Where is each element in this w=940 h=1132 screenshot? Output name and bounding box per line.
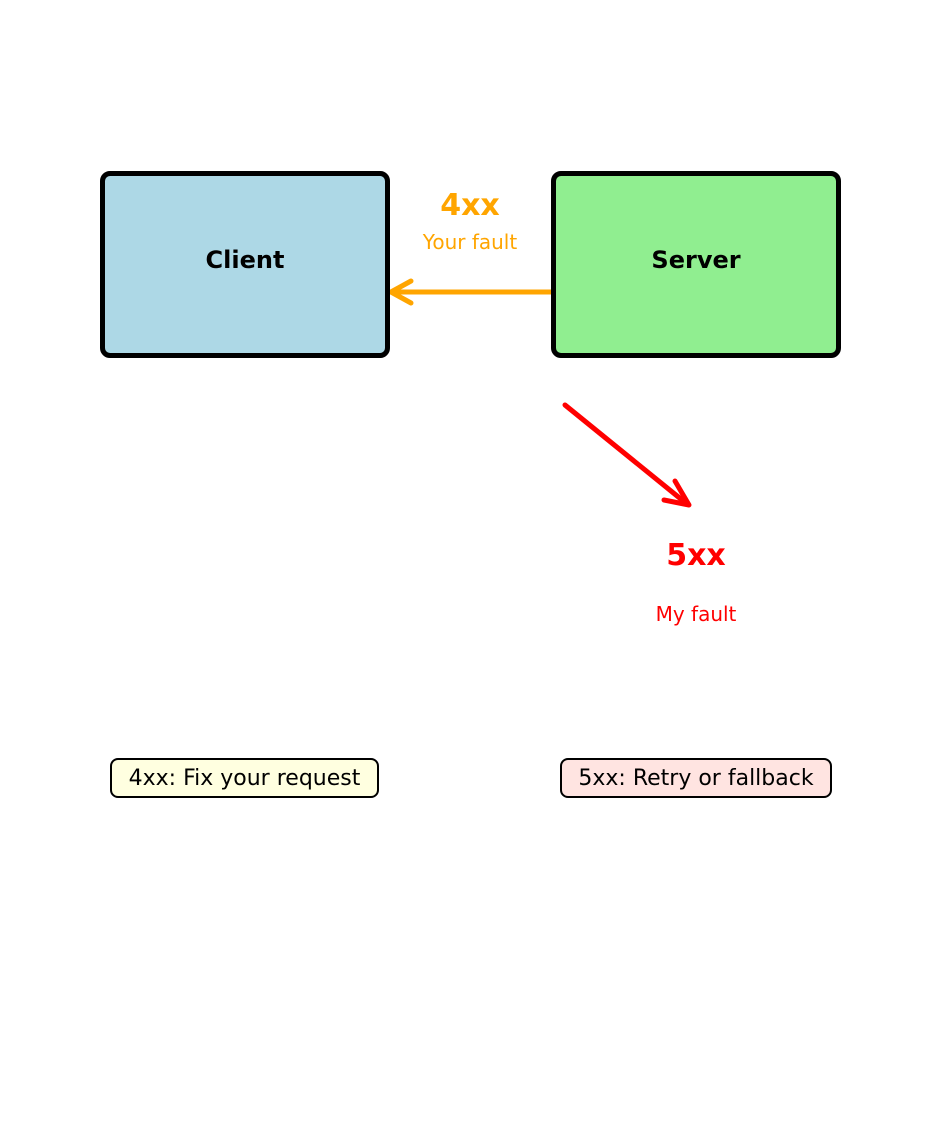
code-4xx-label: 4xx <box>440 188 500 223</box>
code-5xx-caption: My fault <box>655 602 737 626</box>
arrow-5xx-shaft <box>562 402 690 507</box>
note-4xx: 4xx: Fix your request <box>110 758 379 798</box>
client-label: Client <box>205 246 285 274</box>
note-5xx: 5xx: Retry or fallback <box>560 758 832 798</box>
server-label: Server <box>651 246 741 274</box>
code-4xx-caption: Your fault <box>422 230 518 254</box>
arrow-4xx-head <box>388 278 414 306</box>
code-5xx-label: 5xx <box>666 538 726 573</box>
arrow-5xx-head <box>661 478 692 508</box>
arrow-4xx <box>388 278 558 306</box>
server-box: Server <box>551 171 841 358</box>
arrow-5xx <box>562 402 692 508</box>
client-box: Client <box>100 171 390 358</box>
